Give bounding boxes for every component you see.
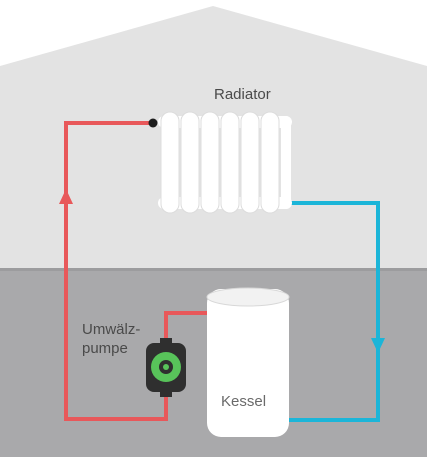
supply-pipe — [59, 121, 209, 421]
boiler-tank-icon — [206, 287, 290, 437]
pump-label-line2: pumpe — [82, 340, 128, 357]
radiator-icon — [158, 111, 292, 214]
return-flow-arrow-icon — [371, 338, 385, 353]
floor-line — [0, 268, 427, 271]
circulation-pump-icon — [146, 338, 186, 397]
valve-dot-icon — [148, 118, 158, 128]
pump-label-line1: Umwälz- — [82, 321, 140, 338]
boiler-label: Kessel — [221, 393, 266, 410]
radiator-label: Radiator — [214, 86, 271, 103]
supply-flow-arrow-icon — [59, 189, 73, 204]
return-pipe — [289, 201, 385, 422]
